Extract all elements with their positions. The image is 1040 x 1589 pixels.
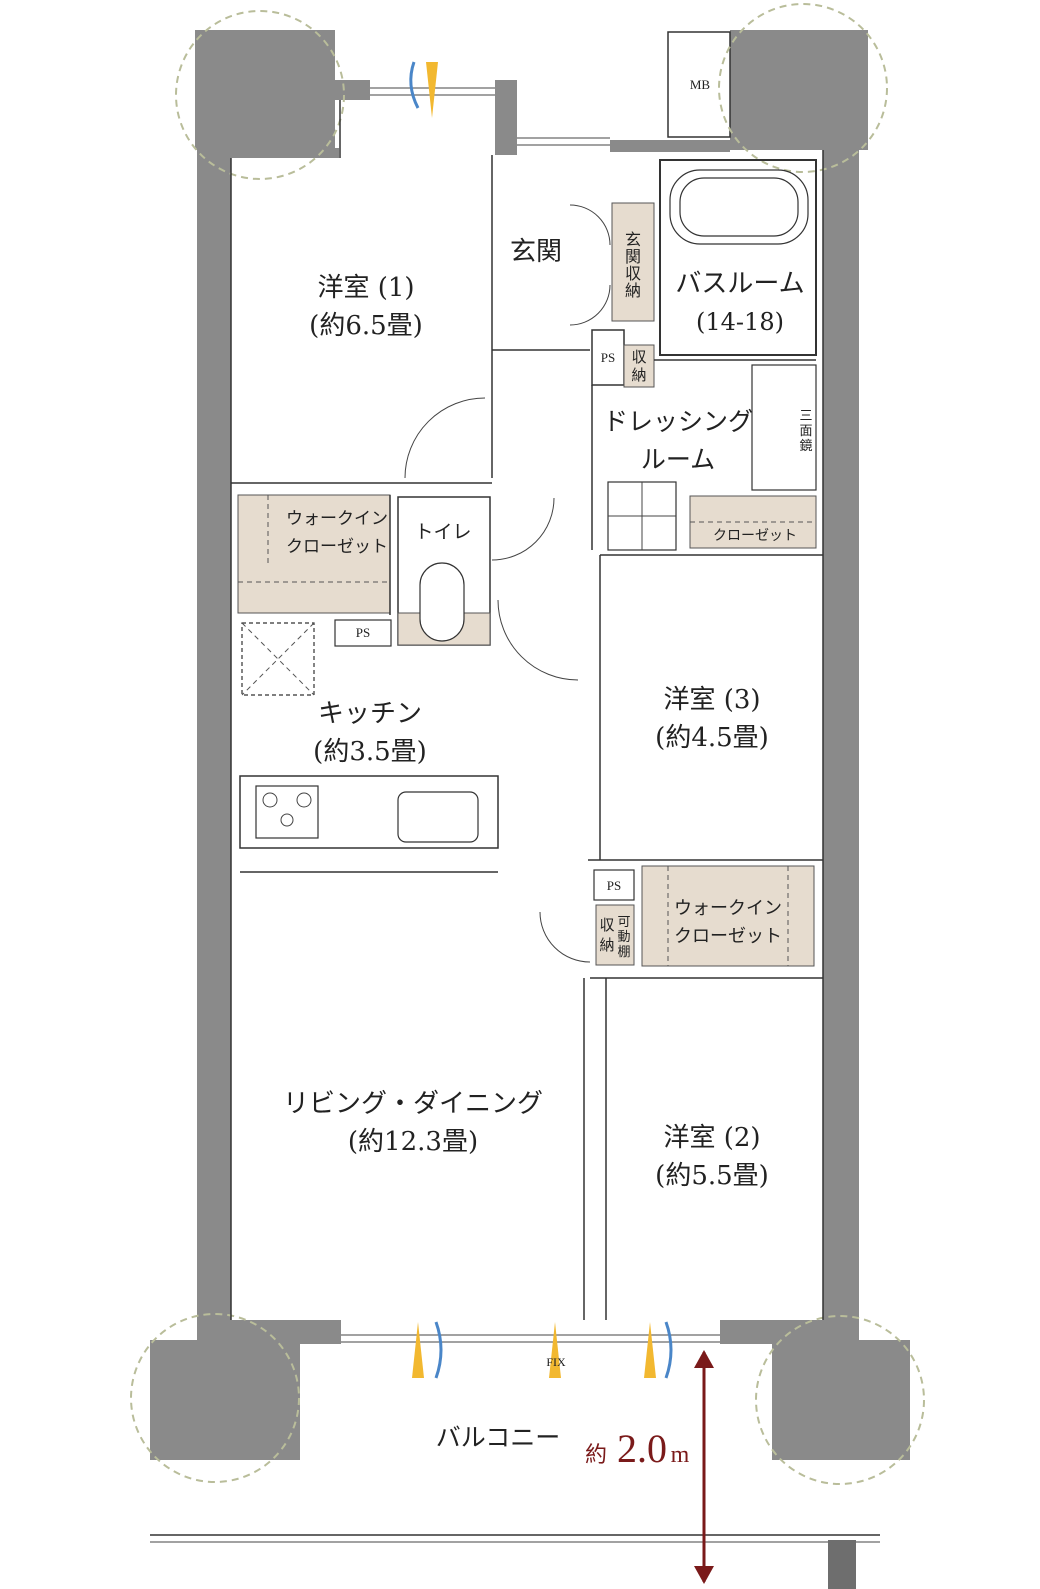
mb-label: MB [690, 77, 711, 92]
dressing-line2: ルーム [641, 445, 715, 474]
stove [255, 785, 319, 839]
bedroom2-name: 洋室 (2) [663, 1123, 760, 1153]
genkan-storage-char-2: 関 [625, 247, 641, 266]
column-circle-top-left [175, 10, 345, 180]
room-labels: 洋室 (1) (約6.5畳) 玄関 玄 関 収 納 バスルーム (14-18) … [283, 77, 813, 1471]
ventilation-indicators [409, 61, 673, 1379]
wic2-line2: クローゼット [674, 926, 782, 947]
vent-yellow-top [426, 62, 438, 118]
door-bedroom1 [404, 397, 486, 479]
storage-mid-char-1: 収 [599, 916, 614, 934]
balcony-depth-value: 2.0 [617, 1426, 667, 1471]
genkan-storage-char-1: 玄 [625, 230, 641, 249]
movable-shelf-char-2: 動 [617, 930, 630, 945]
sink [397, 791, 479, 843]
genkan-storage-char-4: 納 [625, 281, 641, 300]
fridge-space [241, 622, 315, 696]
dimension-arrow-bottom [694, 1566, 714, 1584]
column-top-left [195, 30, 335, 150]
ps-mid-box [593, 869, 635, 901]
vent-yellow-bottom-2 [549, 1322, 561, 1378]
storage-small-box [623, 344, 655, 388]
wall-window-right [495, 80, 517, 155]
ps-top-label: PS [601, 350, 615, 365]
vent-blue-bottom-3 [664, 1321, 673, 1379]
movable-shelf-char-1: 可 [617, 915, 630, 930]
bedroom1-area: (約6.5畳) [309, 311, 423, 341]
door-toilet [491, 497, 555, 561]
ps-kitchen-box [334, 619, 392, 647]
mirror-char-1: 三 [799, 409, 812, 424]
storage-small-char-2: 納 [631, 366, 646, 384]
dimension-arrow-top [694, 1350, 714, 1368]
kitchen-area: (約3.5畳) [313, 737, 427, 767]
vent-blue-top [409, 61, 420, 109]
balcony-name: バルコニー [436, 1423, 561, 1452]
bathroom-name: バスルーム [675, 269, 804, 299]
closet-name: クローゼット [713, 528, 797, 544]
storage-mid-char-2: 納 [599, 936, 614, 954]
vanity-unit [751, 364, 817, 491]
movable-shelf-char-3: 棚 [617, 945, 630, 960]
balcony-post [828, 1540, 856, 1589]
wic1-line1: ウォークイン [286, 509, 388, 529]
kitchen-name: キッチン [318, 699, 422, 729]
door-genkan-storage-lower [569, 284, 611, 326]
wic2-box [641, 865, 815, 967]
vent-yellow-bottom-3 [644, 1322, 656, 1378]
interior-walls [150, 87, 880, 1589]
vent-blue-bottom-1 [434, 1321, 443, 1379]
column-top-right [730, 30, 868, 150]
column-circle-bottom-right [755, 1315, 925, 1485]
ps-mid-label: PS [607, 878, 621, 893]
ps-kitchen-label: PS [356, 625, 370, 640]
mirror-char-2: 面 [799, 424, 812, 439]
genkan-storage-box [611, 202, 655, 322]
genkan-storage-char-3: 収 [625, 264, 641, 283]
door-swings [404, 204, 611, 963]
toilet-name: トイレ [414, 521, 471, 543]
wall-window-left [335, 80, 370, 100]
column-bottom-right [772, 1340, 910, 1460]
wall-top-bath [610, 140, 730, 152]
wall-right [823, 148, 859, 1343]
mirror-char-3: 鏡 [799, 439, 812, 454]
wall-top-left [231, 148, 339, 158]
column-circle-bottom-left [130, 1313, 300, 1483]
exterior-walls [150, 30, 910, 1460]
vent-yellow-bottom-1 [412, 1322, 424, 1378]
dressing-line1: ドレッシング [603, 407, 753, 436]
bedroom2-area: (約5.5畳) [655, 1161, 769, 1191]
column-circle-top-right [718, 3, 888, 173]
column-circles [130, 3, 925, 1485]
balcony-depth-prefix: 約 [585, 1443, 607, 1468]
toilet-bowl [419, 562, 465, 642]
wic2-line1: ウォークイン [674, 898, 782, 919]
bathroom-size: (14-18) [696, 308, 784, 336]
bedroom3-area: (約4.5畳) [655, 723, 769, 753]
bathroom-box [659, 159, 817, 356]
balcony-depth-dimension [694, 1350, 714, 1584]
storage-small-char-1: 収 [631, 348, 646, 366]
living-name: リビング・ダイニング [283, 1089, 543, 1119]
bedroom3-name: 洋室 (3) [663, 685, 760, 715]
bedroom1-name: 洋室 (1) [317, 273, 414, 303]
balcony-depth-unit: m [671, 1442, 690, 1468]
door-dressing [497, 599, 579, 681]
fix-label: FIX [546, 1355, 566, 1369]
door-storage-mid [539, 911, 591, 963]
genkan-name: 玄関 [510, 237, 562, 267]
wall-left [197, 148, 231, 1343]
door-genkan-storage-upper [569, 204, 611, 246]
storage-mid-box [595, 904, 635, 966]
wic1-line2: クローゼット [286, 537, 388, 557]
column-bottom-left [150, 1340, 300, 1460]
ps-top-box [591, 329, 625, 386]
living-area: (約12.3畳) [348, 1127, 478, 1157]
bathtub-inner [679, 177, 799, 237]
